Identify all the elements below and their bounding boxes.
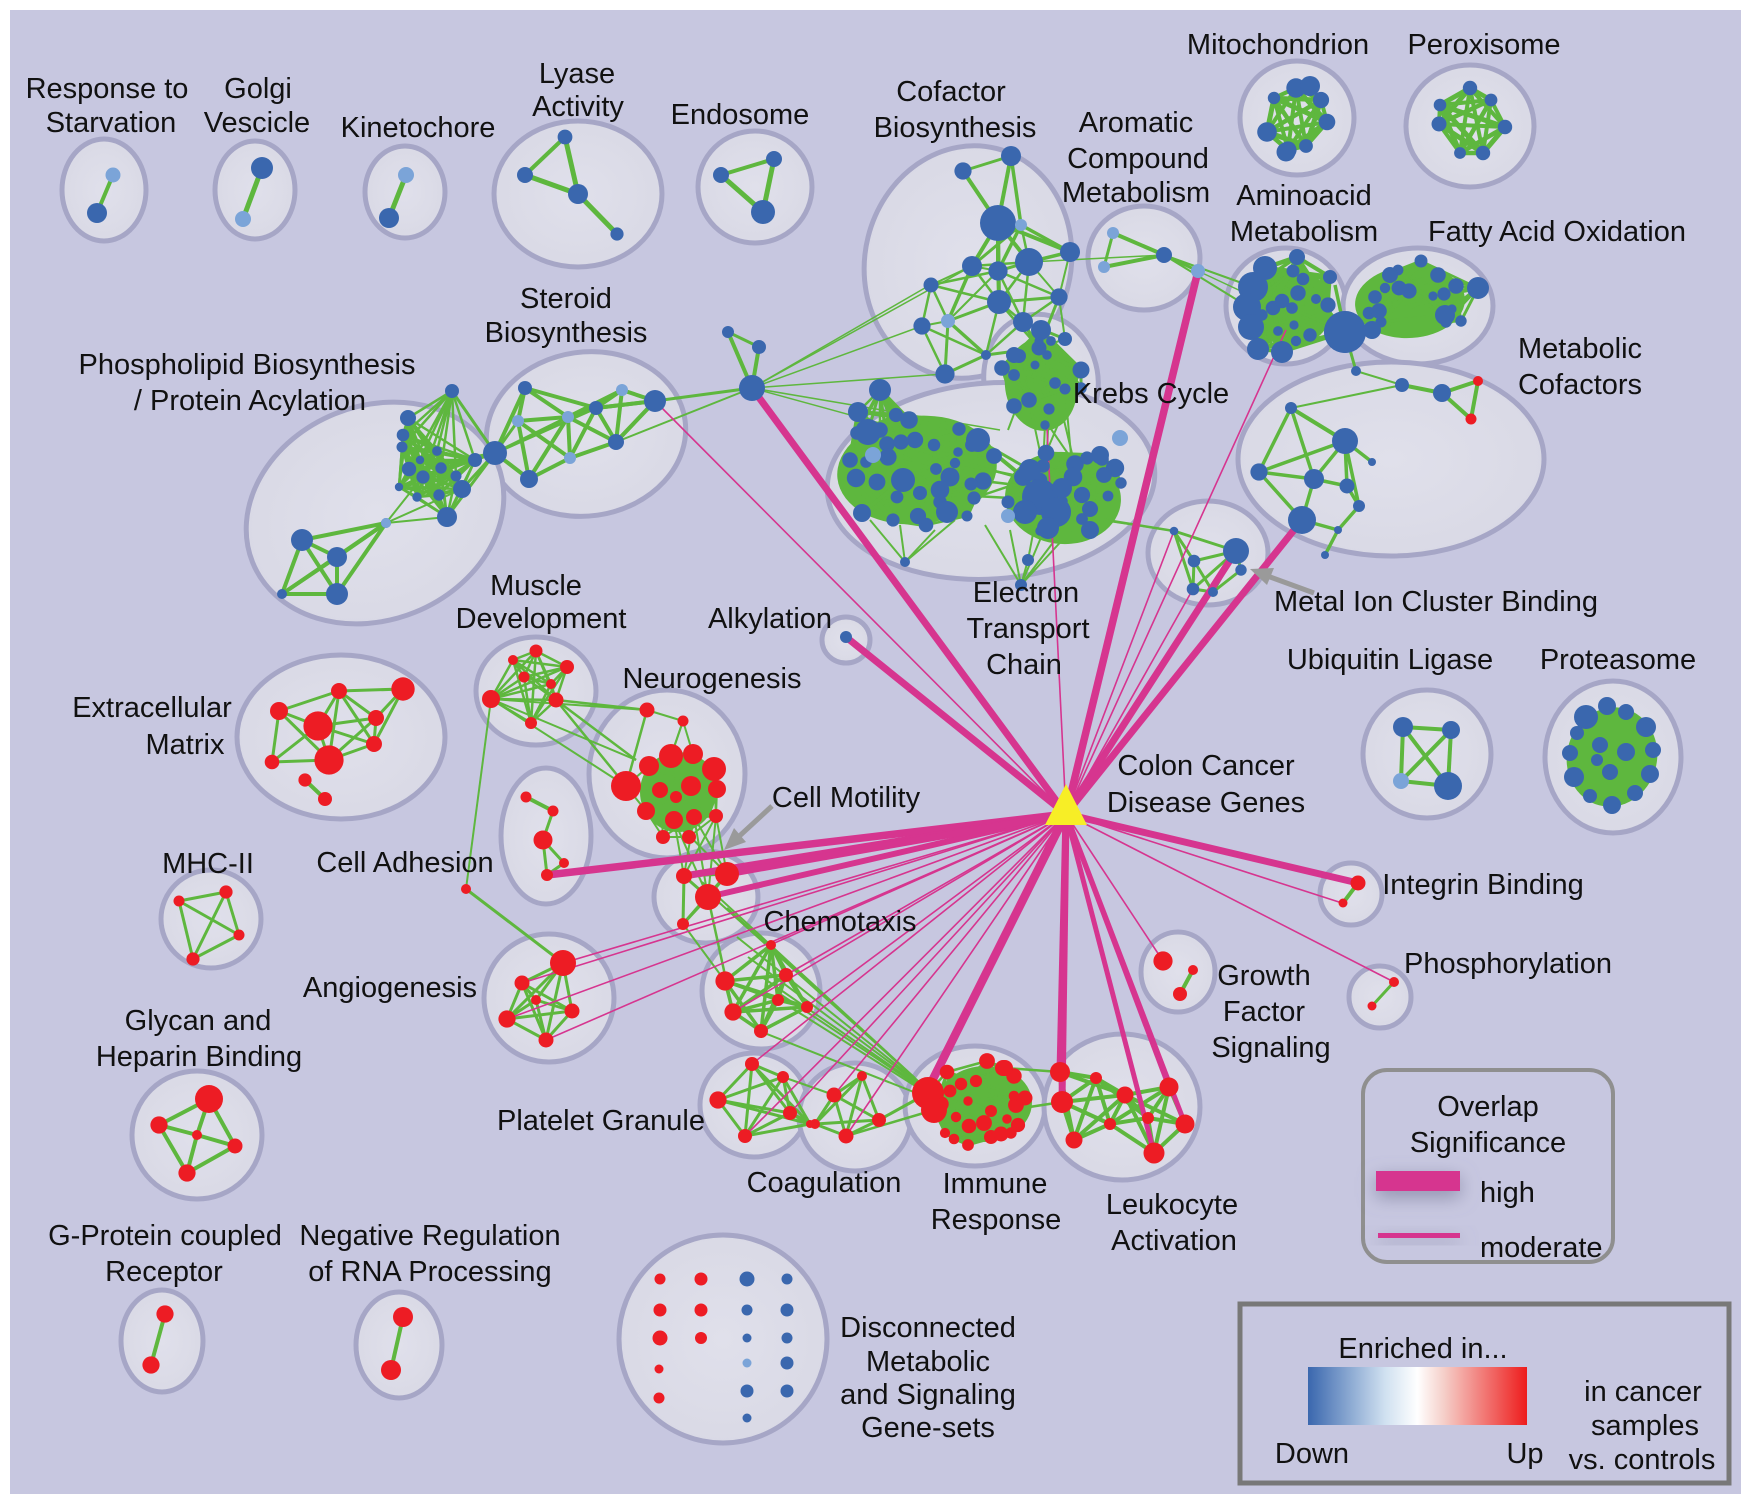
svg-text:Aminoacid: Aminoacid — [1236, 180, 1371, 212]
svg-text:Cofactor: Cofactor — [896, 76, 1006, 108]
svg-text:Fatty Acid Oxidation: Fatty Acid Oxidation — [1428, 216, 1686, 248]
svg-text:Steroid: Steroid — [520, 283, 612, 315]
svg-text:Chemotaxis: Chemotaxis — [763, 906, 916, 938]
svg-text:Leukocyte: Leukocyte — [1106, 1189, 1238, 1221]
svg-text:Gene-sets: Gene-sets — [861, 1412, 995, 1444]
svg-text:Disconnected: Disconnected — [840, 1312, 1016, 1344]
svg-text:Coagulation: Coagulation — [747, 1167, 902, 1199]
svg-text:Lyase: Lyase — [539, 58, 615, 90]
svg-text:Metabolism: Metabolism — [1062, 177, 1210, 209]
svg-text:Development: Development — [456, 603, 627, 635]
svg-text:Cell Adhesion: Cell Adhesion — [316, 847, 493, 879]
svg-text:Factor: Factor — [1223, 996, 1306, 1028]
svg-text:Metal Ion Cluster Binding: Metal Ion Cluster Binding — [1274, 586, 1598, 618]
svg-text:Metabolism: Metabolism — [1230, 216, 1378, 248]
svg-text:Vescicle: Vescicle — [204, 107, 310, 139]
svg-text:of RNA Processing: of RNA Processing — [308, 1256, 551, 1288]
svg-text:Krebs Cycle: Krebs Cycle — [1073, 378, 1229, 410]
svg-text:Angiogenesis: Angiogenesis — [303, 972, 477, 1004]
svg-text:Cell Motility: Cell Motility — [772, 782, 921, 814]
svg-text:Activation: Activation — [1111, 1225, 1237, 1257]
svg-text:Ubiquitin Ligase: Ubiquitin Ligase — [1287, 644, 1493, 676]
svg-text:Metabolic: Metabolic — [1518, 333, 1642, 365]
svg-text:Response to: Response to — [26, 73, 189, 105]
svg-text:G-Protein coupled: G-Protein coupled — [48, 1220, 282, 1252]
svg-text:Chain: Chain — [986, 649, 1062, 681]
svg-text:Negative Regulation: Negative Regulation — [299, 1220, 560, 1252]
svg-text:moderate: moderate — [1480, 1232, 1603, 1264]
svg-text:Growth: Growth — [1217, 960, 1310, 992]
svg-text:/ Protein Acylation: / Protein Acylation — [134, 385, 366, 417]
svg-text:Overlap: Overlap — [1437, 1091, 1539, 1123]
svg-text:Receptor: Receptor — [105, 1256, 223, 1288]
svg-text:Colon Cancer: Colon Cancer — [1117, 750, 1295, 782]
svg-text:Electron: Electron — [973, 577, 1079, 609]
svg-text:Heparin Binding: Heparin Binding — [96, 1041, 302, 1073]
svg-text:Proteasome: Proteasome — [1540, 644, 1696, 676]
svg-text:Kinetochore: Kinetochore — [341, 112, 496, 144]
svg-text:Significance: Significance — [1410, 1127, 1566, 1159]
svg-text:in cancer: in cancer — [1584, 1376, 1702, 1408]
svg-text:Platelet Granule: Platelet Granule — [497, 1105, 705, 1137]
svg-text:Response: Response — [931, 1204, 1062, 1236]
svg-text:Down: Down — [1275, 1438, 1349, 1470]
svg-text:Extracellular: Extracellular — [72, 692, 232, 724]
svg-text:Immune: Immune — [943, 1168, 1048, 1200]
svg-text:samples: samples — [1591, 1410, 1699, 1442]
svg-text:Golgi: Golgi — [224, 73, 292, 105]
svg-text:Up: Up — [1506, 1438, 1543, 1470]
svg-text:Compound: Compound — [1067, 143, 1209, 175]
svg-text:Metabolic: Metabolic — [866, 1346, 990, 1378]
svg-text:Aromatic: Aromatic — [1079, 107, 1193, 139]
svg-text:Disease Genes: Disease Genes — [1107, 787, 1305, 819]
svg-text:and Signaling: and Signaling — [840, 1379, 1016, 1411]
svg-text:Phospholipid Biosynthesis: Phospholipid Biosynthesis — [79, 349, 416, 381]
svg-text:Starvation: Starvation — [46, 107, 177, 139]
svg-text:Signaling: Signaling — [1211, 1032, 1330, 1064]
svg-text:Mitochondrion: Mitochondrion — [1187, 29, 1369, 61]
svg-text:Matrix: Matrix — [146, 729, 225, 761]
svg-text:Enriched in...: Enriched in... — [1338, 1333, 1507, 1365]
svg-text:Neurogenesis: Neurogenesis — [623, 663, 802, 695]
svg-text:Muscle: Muscle — [490, 570, 582, 602]
svg-text:Biosynthesis: Biosynthesis — [874, 112, 1037, 144]
svg-text:Endosome: Endosome — [671, 99, 810, 131]
svg-text:Phosphorylation: Phosphorylation — [1404, 948, 1612, 980]
svg-text:high: high — [1480, 1177, 1535, 1209]
svg-text:MHC-II: MHC-II — [162, 848, 254, 880]
svg-text:vs. controls: vs. controls — [1569, 1444, 1716, 1476]
svg-text:Peroxisome: Peroxisome — [1407, 29, 1560, 61]
svg-text:Integrin Binding: Integrin Binding — [1382, 869, 1584, 901]
svg-text:Glycan and: Glycan and — [125, 1005, 272, 1037]
svg-text:Alkylation: Alkylation — [708, 603, 832, 635]
svg-text:Activity: Activity — [532, 91, 624, 123]
svg-text:Cofactors: Cofactors — [1518, 369, 1642, 401]
svg-text:Transport: Transport — [966, 613, 1089, 645]
svg-text:Biosynthesis: Biosynthesis — [485, 317, 648, 349]
